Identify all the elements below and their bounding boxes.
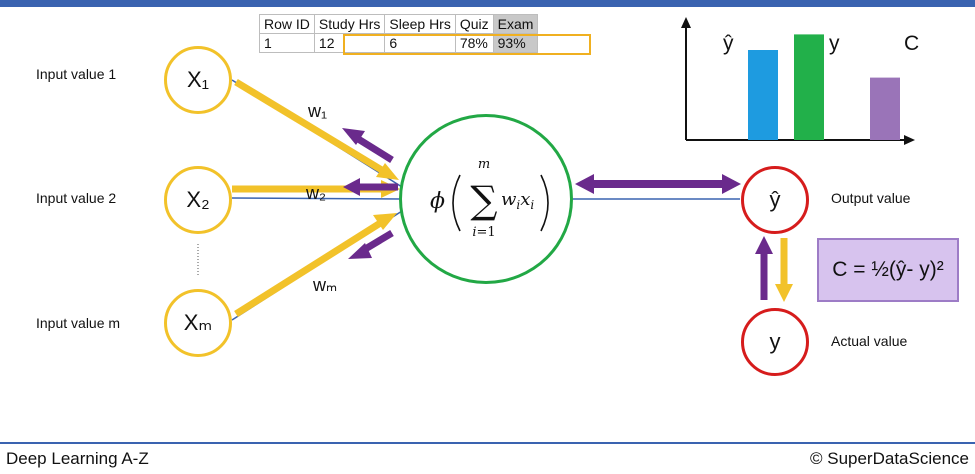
backprop-arrowhead-wm <box>348 243 372 259</box>
input-node-x2: X₂ <box>164 166 232 234</box>
input-highlight-box <box>343 34 591 55</box>
backprop-arrow-w1 <box>353 134 394 163</box>
up-arrowhead <box>755 236 773 254</box>
table-header-cell: Sleep Hrs <box>384 14 456 34</box>
sum-upper-limit: m <box>478 157 490 172</box>
sum-lower-limit: i=1 <box>472 225 495 240</box>
input-label-1: Input value 1 <box>36 66 117 82</box>
summand: wixi <box>501 189 534 212</box>
right-paren <box>540 174 549 232</box>
table-header-row: Row ID Study Hrs Sleep Hrs Quiz Exam <box>259 14 539 34</box>
bar-chart-bars <box>748 34 900 140</box>
data-table: Row ID Study Hrs Sleep Hrs Quiz Exam 1 1… <box>259 14 539 53</box>
output-node-label: ŷ <box>769 187 781 212</box>
sigma-symbol: ∑ <box>470 178 497 222</box>
double-arrowhead-left <box>575 174 594 194</box>
output-value-label: Output value <box>831 190 911 206</box>
table-cell: 1 <box>259 33 315 53</box>
footer-copyright: © SuperDataScience <box>809 449 969 468</box>
activation-formula: ϕ m ∑ i=1 wixi <box>430 157 549 240</box>
actual-value-label: Actual value <box>831 333 908 349</box>
footer-divider <box>0 442 975 444</box>
input-node-label: X₂ <box>186 187 210 212</box>
bar-chart-y-arrowhead <box>681 17 691 28</box>
input-label-2: Input value 2 <box>36 190 117 206</box>
double-arrowhead-right <box>722 174 741 194</box>
left-paren <box>452 174 461 232</box>
backprop-arrowhead-w2 <box>343 178 360 196</box>
bar-0 <box>748 50 778 140</box>
input-node-label: Xₘ <box>183 310 213 335</box>
connection-x2 <box>231 197 403 200</box>
bar-label-y: y <box>829 32 840 55</box>
bar-1 <box>794 34 824 140</box>
table-header-cell: Study Hrs <box>313 14 386 34</box>
forward-arrow-xm <box>234 219 384 317</box>
summation-neuron: ϕ m ∑ i=1 wixi <box>399 114 573 284</box>
weight-label-wm: wₘ <box>313 275 338 295</box>
input-node-x1: X₁ <box>164 46 232 114</box>
weight-label-w1: w₁ <box>308 101 328 121</box>
footer-course-title: Deep Learning A-Z <box>6 449 149 468</box>
table-header-cell: Exam <box>492 14 539 34</box>
actual-node-label: y <box>769 329 781 354</box>
table-header-cell: Quiz <box>454 14 494 34</box>
cost-formula: C = ½(ŷ- y)² <box>832 258 944 281</box>
table-row: 1 12 6 78% 93% <box>259 33 539 53</box>
bar-2 <box>870 77 900 140</box>
input-node-label: X₁ <box>186 67 210 92</box>
actual-node-y: y <box>741 308 809 376</box>
bar-label-yhat: ŷ <box>723 32 734 55</box>
table-header-cell: Row ID <box>259 14 315 34</box>
backprop-arrowhead-w1 <box>342 128 365 145</box>
output-node-yhat: ŷ <box>741 166 809 234</box>
forward-arrowhead-xm <box>373 213 397 230</box>
input-node-xm: Xₘ <box>164 289 232 357</box>
bar-chart-x-arrowhead <box>904 135 915 145</box>
phi-symbol: ϕ <box>430 189 445 214</box>
forward-arrowhead-x1 <box>376 163 399 180</box>
table-cell: 93% <box>492 33 539 53</box>
cost-function-box: C = ½(ŷ- y)² <box>817 238 959 302</box>
weight-label-w2: w₂ <box>306 183 326 203</box>
forward-arrow-x1 <box>234 79 387 175</box>
top-accent-bar <box>0 0 975 7</box>
input-label-m: Input value m <box>36 315 121 331</box>
bar-label-c: C <box>904 32 920 55</box>
down-arrowhead <box>775 284 793 302</box>
